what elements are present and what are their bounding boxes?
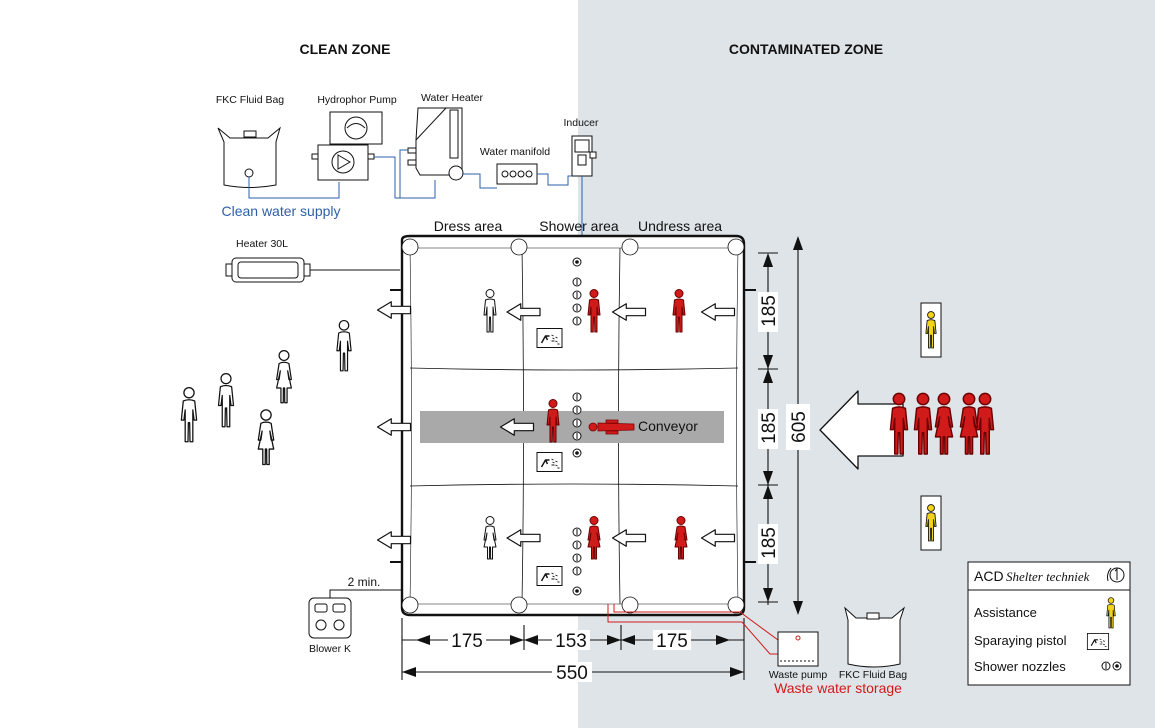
water-manifold: Water manifold — [480, 146, 550, 185]
contaminated-zone-title: CONTAMINATED ZONE — [729, 41, 883, 57]
dimension-arrowheads — [763, 236, 803, 615]
fkc-fluid-bag-top-label: FKC Fluid Bag — [216, 94, 284, 106]
heater-label: Heater 30L — [236, 238, 288, 250]
conveyor-label: Conveyor — [638, 418, 698, 434]
clean-water-supply-label: Clean water supply — [221, 203, 340, 219]
legend: ACD Shelter techniek Assistance Sparayin… — [967, 561, 1131, 686]
shower-nozzle-icon — [572, 257, 582, 267]
shower-nozzle-icon — [572, 527, 582, 537]
shower-nozzle-icon — [572, 316, 582, 326]
shower-nozzle-icon — [572, 448, 582, 458]
shower-nozzle-icon — [572, 418, 582, 428]
shower-nozzle-icon — [1101, 661, 1111, 671]
spraying-pistol-icon — [536, 452, 563, 472]
brand-logo-icon — [1106, 567, 1125, 583]
dim-label-bg — [786, 404, 810, 450]
waste-pump: Waste pump — [769, 631, 828, 681]
spraying-pistol-icon — [536, 566, 563, 586]
dim-row-1: 185 — [759, 295, 780, 327]
clean-person-icon — [336, 320, 352, 372]
water-heater: Water Heater — [407, 92, 484, 181]
legend-brand: ACD — [974, 568, 1004, 584]
legend-spraying-pistol: Sparaying pistol — [974, 633, 1067, 648]
dim-row-3: 185 — [759, 527, 780, 559]
shower-nozzle-icon — [572, 566, 582, 576]
fkc-fluid-bag-bottom-label: FKC Fluid Bag — [839, 669, 907, 681]
dress-area-label: Dress area — [434, 218, 503, 234]
hydrophor-pump-label: Hydrophor Pump — [317, 94, 397, 106]
inducer-label: Inducer — [563, 117, 599, 129]
dim-label-bg — [552, 630, 590, 650]
clean-person-icon — [217, 373, 235, 428]
clean-zone-title: CLEAN ZONE — [300, 41, 391, 57]
heater-30l: Heater 30L — [225, 238, 400, 283]
waste-pump-label: Waste pump — [769, 669, 828, 681]
shower-nozzle-icon — [1112, 661, 1122, 671]
dim-total-height: 605 — [789, 411, 810, 443]
dim-label-bg — [653, 630, 691, 650]
legend-assistance: Assistance — [974, 605, 1037, 620]
hydrophor-pump: Hydrophor Pump — [311, 94, 397, 181]
assistance-bottom — [920, 495, 942, 551]
dim-width-right: 175 — [656, 631, 688, 652]
spraying-pistol-icon — [536, 328, 563, 348]
waste-water-lines — [607, 604, 779, 655]
water-manifold-label: Water manifold — [480, 146, 550, 158]
waste-water-storage-label: Waste water storage — [774, 680, 902, 696]
blower-time-label: 2 min. — [348, 575, 381, 589]
shower-nozzle-icon — [572, 553, 582, 563]
dim-label-bg — [758, 524, 778, 564]
fkc-fluid-bag-top: FKC Fluid Bag — [216, 94, 284, 188]
shower-nozzle-icon — [572, 277, 582, 287]
shower-nozzle-icon — [572, 431, 582, 441]
dim-row-2: 185 — [759, 412, 780, 444]
dim-width-left: 175 — [451, 631, 483, 652]
water-heater-label: Water Heater — [421, 92, 484, 104]
conveyor-belt — [420, 411, 724, 443]
dim-width-total: 550 — [556, 663, 588, 684]
dim-label-bg — [552, 662, 592, 682]
person-on-conveyor — [588, 419, 635, 435]
dim-label-bg — [758, 409, 778, 449]
clean-person-icon — [180, 387, 198, 443]
legend-brand-italic: Shelter techniek — [1006, 569, 1090, 584]
clean-person-icon — [275, 350, 293, 404]
shower-area-label: Shower area — [539, 218, 619, 234]
legend-shower-nozzles: Shower nozzles — [974, 659, 1066, 674]
inducer: Inducer — [563, 117, 599, 177]
shower-nozzle-icon — [572, 405, 582, 415]
spraying-pistol-icon — [1086, 633, 1110, 650]
blower-k: 2 min. Blower K — [308, 575, 402, 655]
horizontal-arrowheads — [402, 635, 744, 677]
dim-width-middle: 153 — [555, 631, 587, 652]
assistance-top — [920, 302, 942, 358]
shower-nozzle-icon — [572, 303, 582, 313]
dim-label-bg — [448, 630, 486, 650]
shower-nozzle-icon — [572, 392, 582, 402]
shower-nozzle-icon — [572, 540, 582, 550]
shower-nozzle-icon — [572, 290, 582, 300]
dim-label-bg — [758, 292, 778, 332]
blower-label: Blower K — [309, 643, 351, 655]
fkc-fluid-bag-bottom: FKC Fluid Bag — [839, 606, 907, 681]
clean-person-icon — [257, 409, 275, 466]
undress-area-label: Undress area — [638, 218, 722, 234]
shower-nozzle-icon — [572, 586, 582, 596]
